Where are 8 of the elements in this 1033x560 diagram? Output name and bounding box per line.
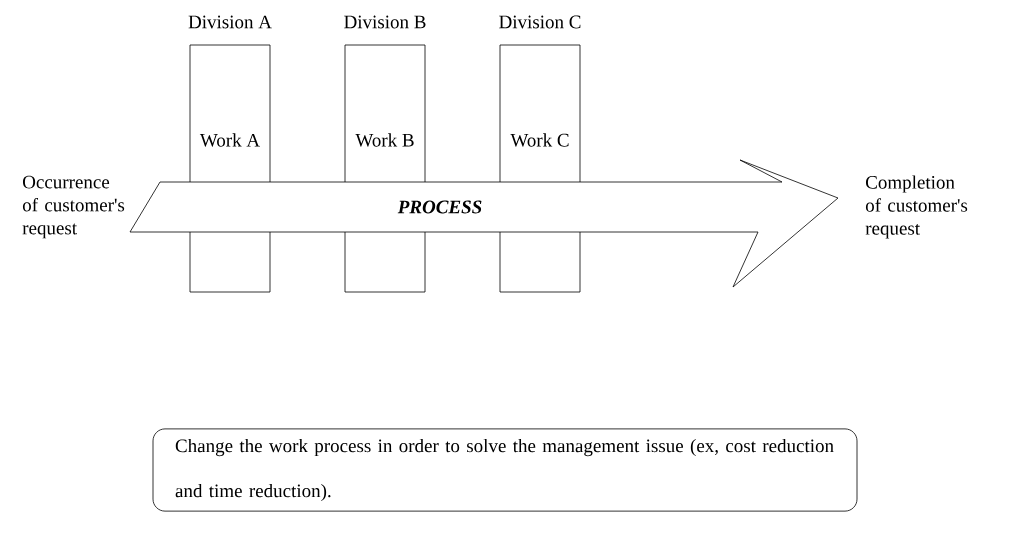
work-label: Work C bbox=[510, 133, 569, 147]
note-box: Change the work process in order to solve the management issue (ex, cost reduction and time reduction). bbox=[152, 428, 858, 512]
column-heading: Division C bbox=[499, 15, 581, 29]
column-heading: Division B bbox=[344, 15, 426, 29]
work-label: Work A bbox=[199, 133, 260, 147]
work-label: Work B bbox=[355, 133, 414, 147]
side-label: Completion of customer's request bbox=[865, 175, 968, 239]
column-heading: Division A bbox=[188, 15, 272, 29]
